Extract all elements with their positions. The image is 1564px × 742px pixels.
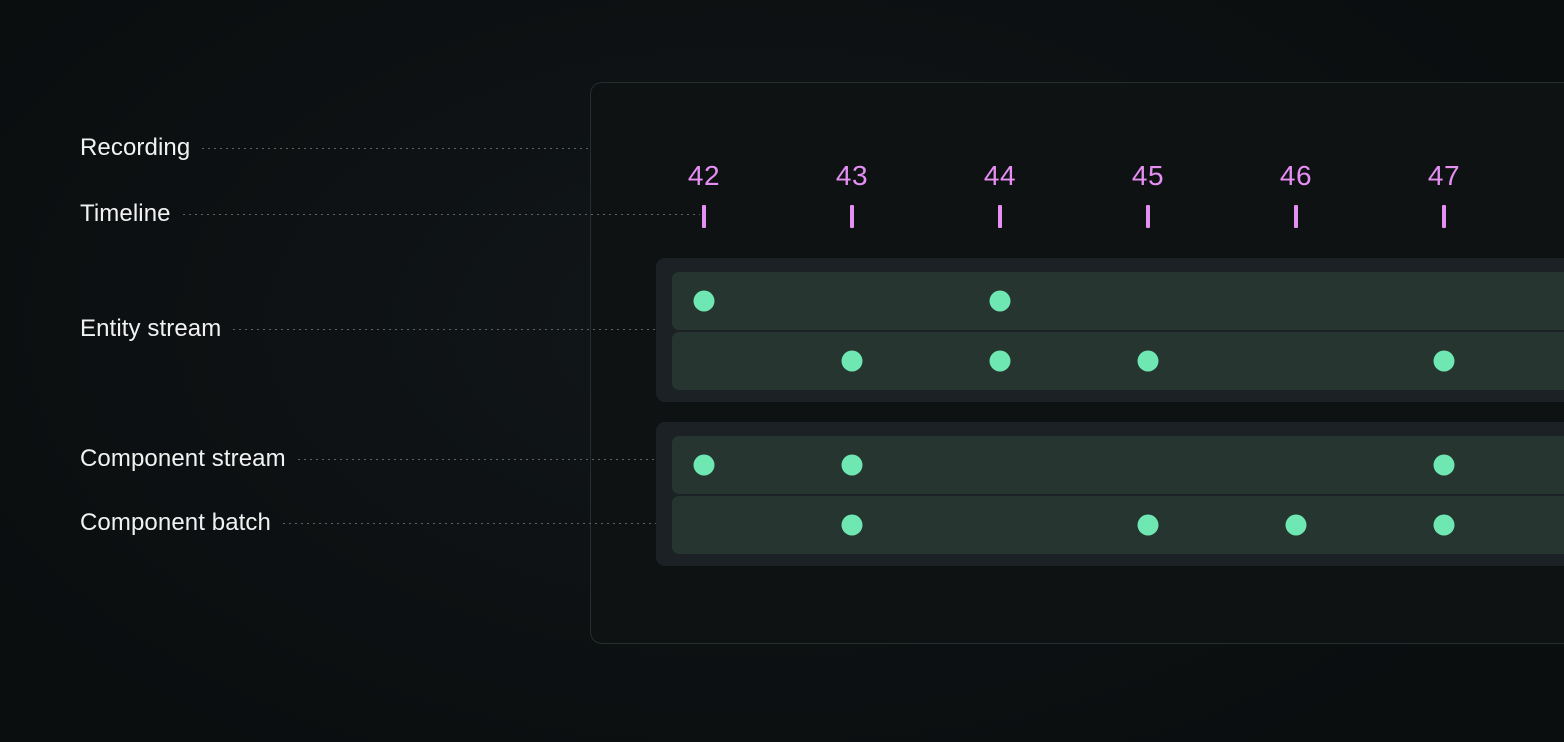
tick-mark-45 — [1146, 205, 1150, 228]
tick-mark-42 — [702, 205, 706, 228]
leader-line-entity-stream — [233, 328, 700, 330]
tick-label-43: 43 — [835, 160, 869, 191]
label-row-entity-stream: Entity stream — [80, 317, 700, 341]
tick-label-46: 46 — [1279, 160, 1313, 191]
leader-line-recording — [202, 147, 590, 149]
tick-mark-47 — [1442, 205, 1446, 228]
event-dot-42[interactable] — [693, 290, 715, 312]
label-timeline: Timeline — [80, 200, 171, 227]
entity-stream-track-1[interactable] — [672, 272, 1564, 330]
event-dot-47[interactable] — [1433, 454, 1455, 476]
tick-mark-43 — [850, 205, 854, 228]
event-dot-46[interactable] — [1285, 514, 1307, 536]
label-entity-stream: Entity stream — [80, 315, 222, 342]
tick-mark-44 — [998, 205, 1002, 228]
event-dot-43[interactable] — [841, 514, 863, 536]
tick-label-45: 45 — [1131, 160, 1165, 191]
event-dot-45[interactable] — [1137, 350, 1159, 372]
leader-line-timeline — [182, 213, 700, 215]
entity-stream-group — [656, 258, 1564, 402]
component-batch-track[interactable] — [672, 496, 1564, 554]
label-row-component-batch: Component batch — [80, 511, 848, 535]
component-stream-track[interactable] — [672, 436, 1564, 494]
label-row-component-stream: Component stream — [80, 447, 700, 471]
entity-stream-track-2[interactable] — [672, 332, 1564, 390]
event-dot-47[interactable] — [1433, 514, 1455, 536]
tick-label-47: 47 — [1427, 160, 1461, 191]
event-dot-47[interactable] — [1433, 350, 1455, 372]
event-dot-42[interactable] — [693, 454, 715, 476]
label-component-batch: Component batch — [80, 509, 271, 536]
event-dot-44[interactable] — [989, 350, 1011, 372]
component-group — [656, 422, 1564, 566]
event-dot-43[interactable] — [841, 350, 863, 372]
label-row-timeline: Timeline — [80, 202, 700, 226]
label-row-recording: Recording — [80, 136, 590, 160]
event-dot-44[interactable] — [989, 290, 1011, 312]
event-dot-45[interactable] — [1137, 514, 1159, 536]
event-dot-43[interactable] — [841, 454, 863, 476]
tick-mark-46 — [1294, 205, 1298, 228]
leader-line-component-stream — [297, 458, 700, 460]
label-component-stream: Component stream — [80, 445, 286, 472]
leader-line-component-batch — [282, 522, 848, 524]
label-recording: Recording — [80, 134, 191, 161]
tick-label-42: 42 — [687, 160, 721, 191]
tick-label-44: 44 — [983, 160, 1017, 191]
